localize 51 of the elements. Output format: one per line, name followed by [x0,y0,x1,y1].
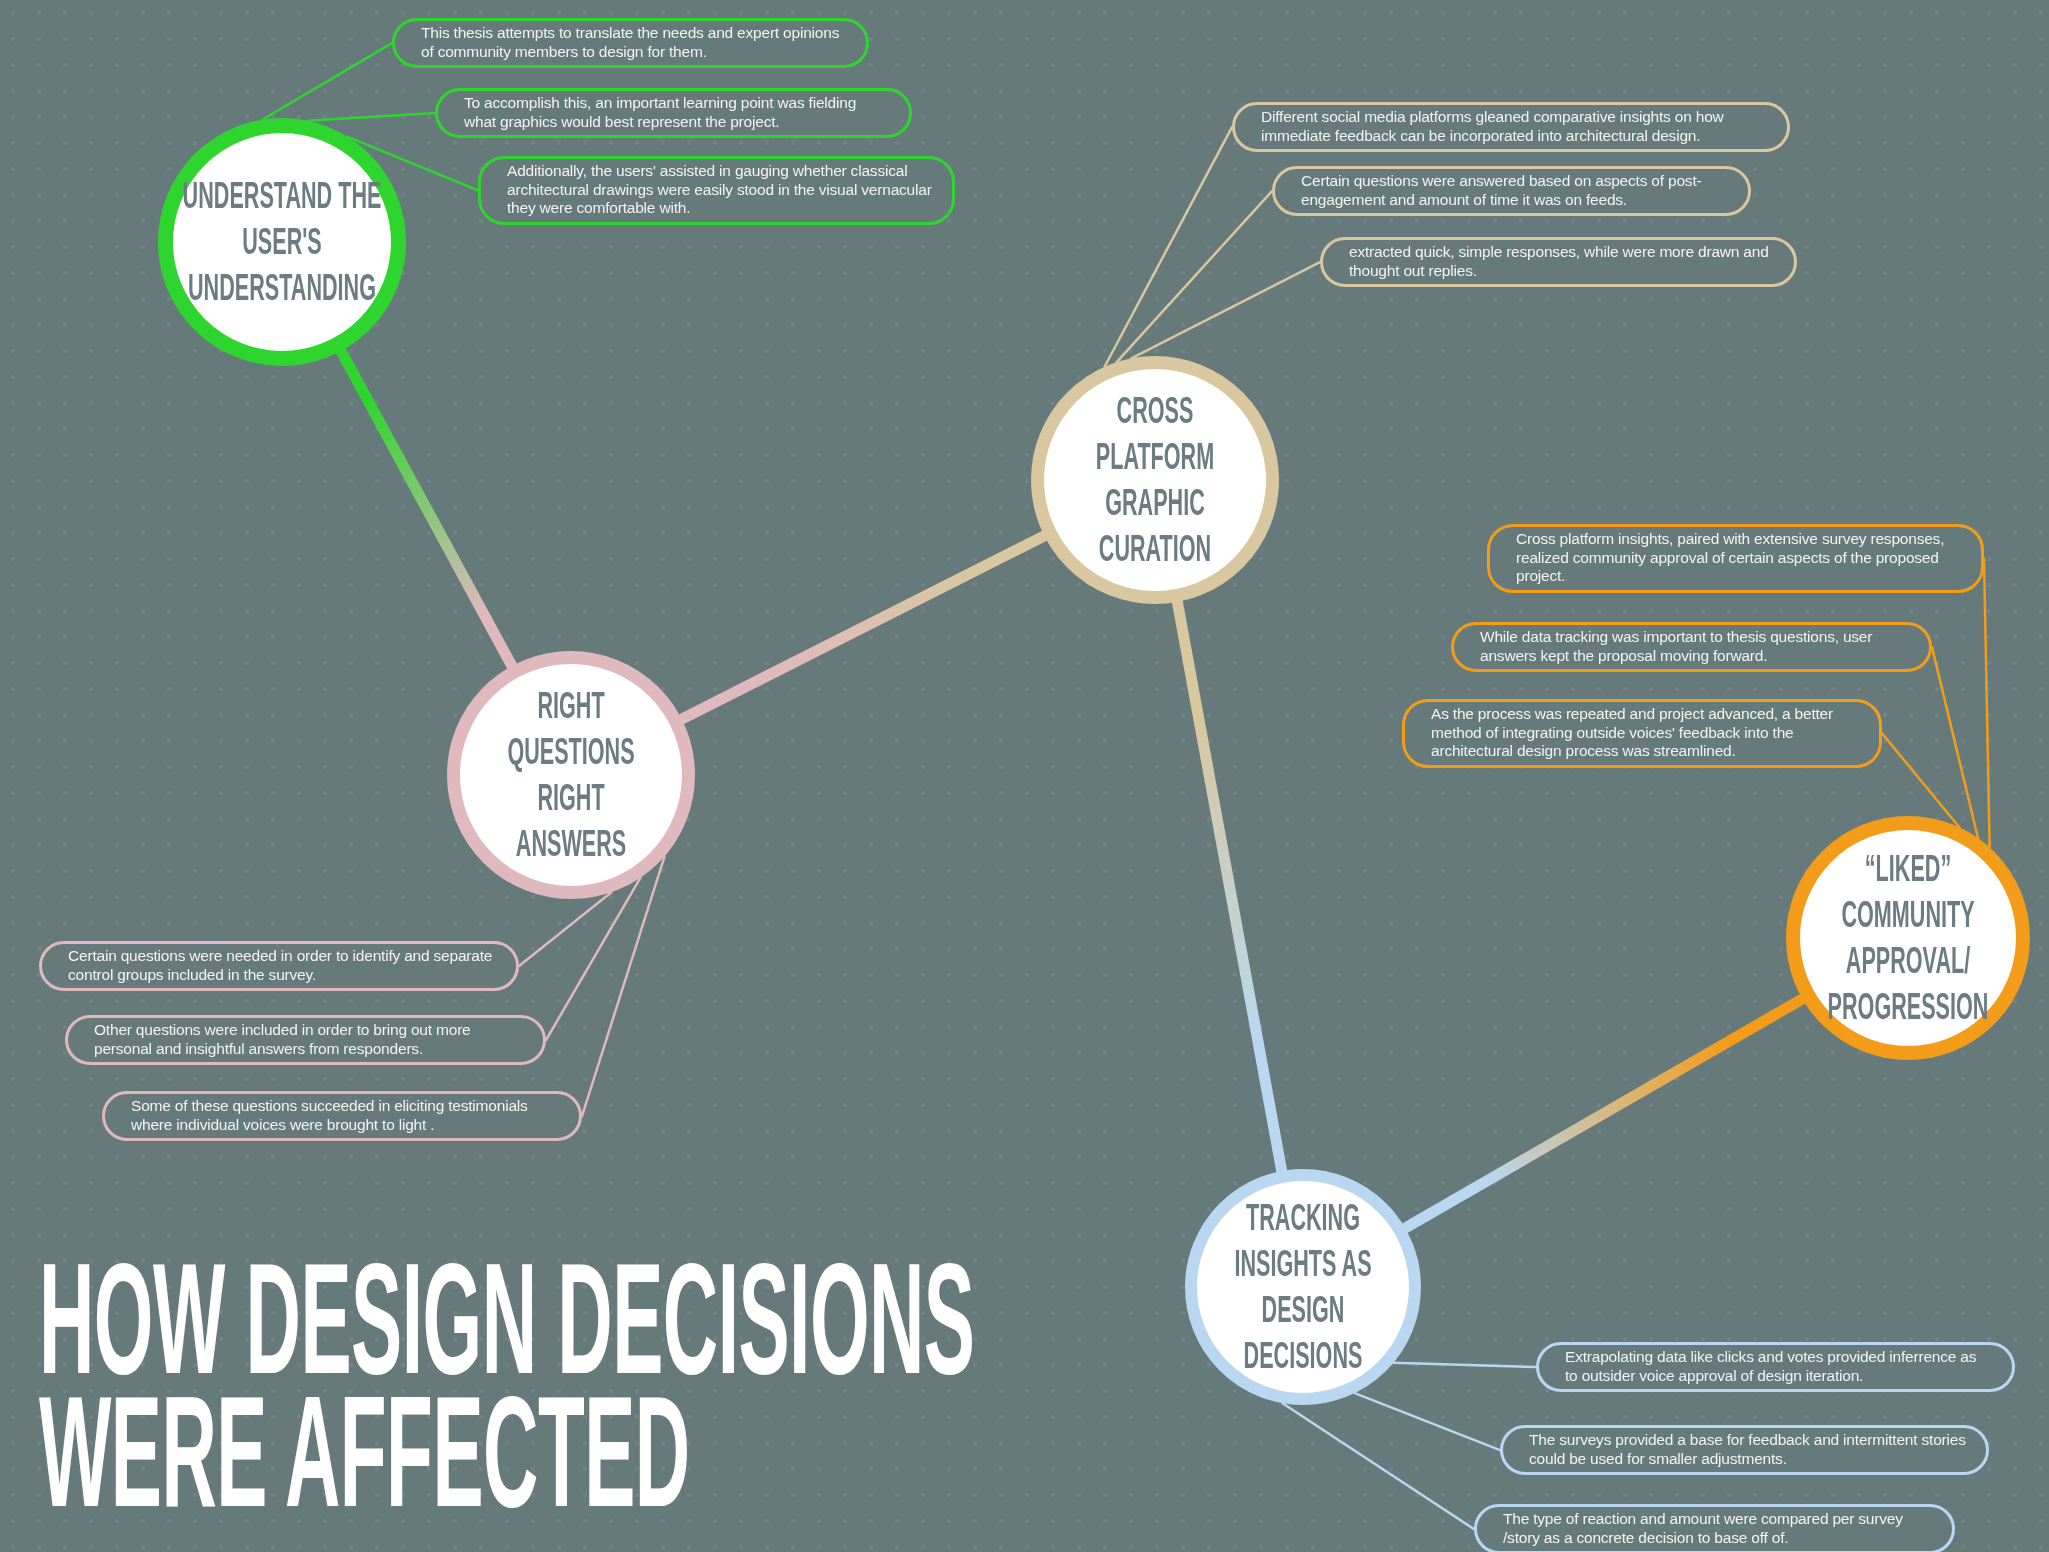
note-bubble [1536,1342,2015,1393]
note-text: Additionally, the users' assisted in gauging whether classical architectural drawings were easily stood in the visual vernacular they were comfortable with. [507,162,932,218]
circle-title: TRACKING INSIGHTS AS DESIGN DECISIONS [1233,1195,1373,1379]
leader-line [306,111,437,122]
note-text: Certain questions were needed in order to identify and separate control groups included in the survey. [68,947,494,985]
leader-line [261,41,394,121]
note-text: As the process was repeated and project advanced, a better method of integrating outside voices' feedback into the architectural design process was streamlined. [1431,705,1834,761]
note-bubble [39,941,519,992]
note-bubble [1272,166,1751,217]
diagram-title: HOW DESIGN DECISIONS WERE AFFECTED [39,1252,976,1518]
note-text: Cross platform insights, paired with extensive survey responses, realized community approval of certain aspects of the proposed project. [1516,530,1946,586]
circle-title: CROSS PLATFORM GRAPHIC CURATION [1094,388,1216,572]
note-bubble [1451,622,1932,673]
leader-line [544,876,642,1042]
leader-line [1103,125,1234,368]
leader-line [346,135,480,192]
note-text: Extrapolating data like clicks and votes provided inferrence as to outsider voice approval of design iteration. [1565,1348,1978,1386]
note-text: The type of reaction and amount were compared per survey /story as a concrete decision to base off of. [1503,1510,1904,1548]
note-bubble [65,1015,546,1066]
leader-line [1392,1361,1538,1369]
note-bubble [1232,102,1790,153]
note-text: extracted quick, simple responses, while were more drawn and thought out replies. [1349,243,1770,281]
note-bubble [1320,237,1797,288]
leader-line [1130,260,1322,360]
circle-title: “LIKED” COMMUNITY APPROVAL/ PROGRESSION [1826,846,1990,1030]
note-bubble [1487,524,1984,593]
note-text: While data tracking was important to thesis questions, user answers kept the proposal moving forward. [1480,628,1874,666]
note-text: To accomplish this, an important learning point was fielding what graphics would best represent the project. [464,94,858,132]
circle-title: UNDERSTAND THE USER'S UNDERSTANDING [181,173,383,311]
note-bubble [392,18,869,69]
note-bubble [435,88,912,139]
leader-line [580,855,666,1118]
leader-line [1115,189,1274,364]
leader-line [517,891,613,968]
note-text: The surveys provided a base for feedback and intermittent stories could be used for smaller adjustments. [1529,1431,1966,1469]
leader-line [1281,1401,1476,1531]
note-bubble [1500,1425,1989,1476]
leader-line [1982,557,1991,849]
note-bubble [1402,699,1882,768]
note-bubble [102,1091,582,1142]
leader-line [1880,732,1961,829]
circle-title: RIGHT QUESTIONS RIGHT ANSWERS [506,683,636,867]
note-text: Certain questions were answered based on aspects of post-engagement and amount of time it was on feeds. [1301,172,1703,210]
note-text: Other questions were included in order to bring out more personal and insightful answers from responders. [94,1021,472,1059]
note-text: Different social media platforms gleaned comparative insights on how immediate feedback can be incorporated into architectural design. [1261,108,1725,146]
leader-line [1930,645,1980,840]
note-bubble [478,156,955,225]
note-text: Some of these questions succeeded in eliciting testimonials where individual voices were brought to light . [131,1097,529,1135]
note-text: This thesis attempts to translate the needs and expert opinions of community members to design for them. [421,24,841,62]
note-bubble [1474,1504,1955,1552]
leader-line [1353,1391,1502,1452]
